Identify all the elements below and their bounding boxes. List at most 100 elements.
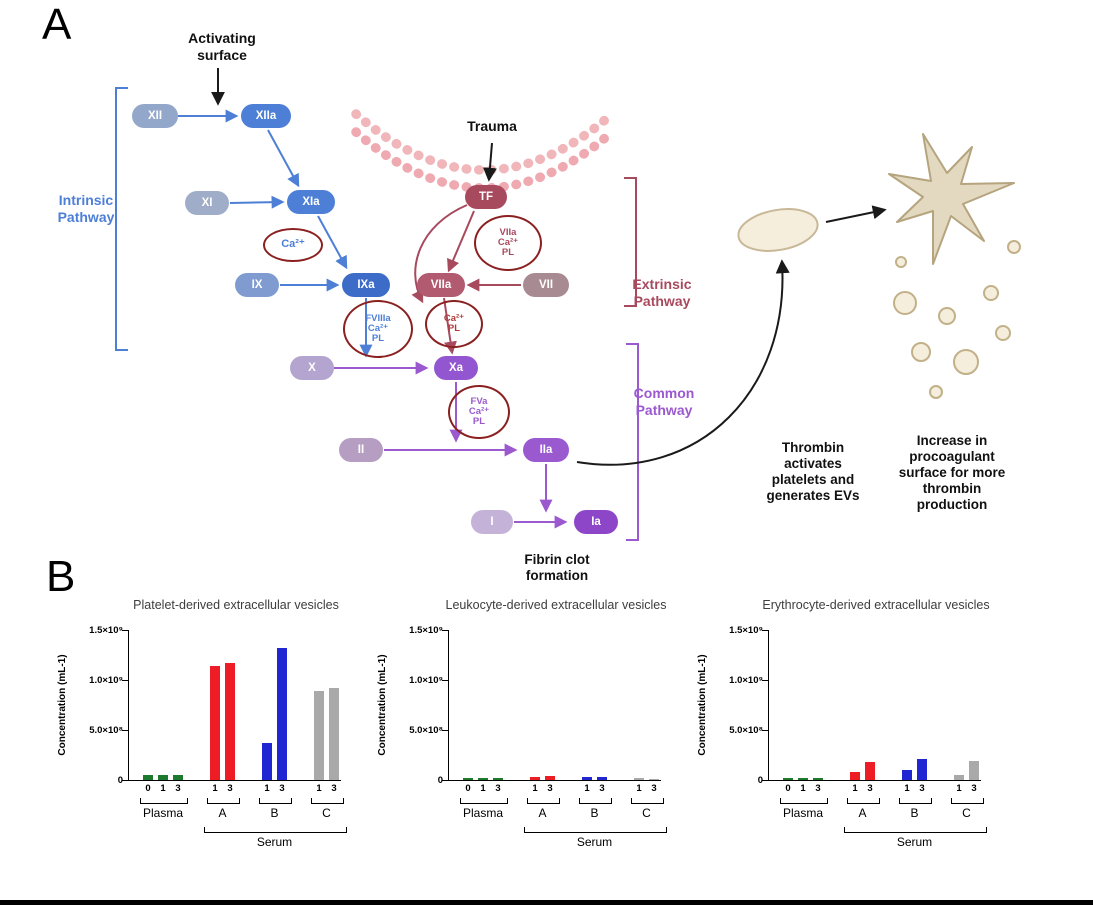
y-axis-tick-label: 1.5×10⁹ [89, 625, 123, 636]
node-factor-ii: II [339, 438, 383, 462]
group-bracket [460, 798, 508, 804]
y-axis-tick [122, 779, 129, 781]
panel-a-label: A [42, 0, 72, 49]
serum-bracket [524, 827, 667, 833]
x-axis-tick-label: 3 [599, 783, 605, 794]
y-axis-tick [442, 679, 449, 681]
y-axis-label: Concentration (mL-1) [697, 654, 708, 756]
bar-plasma-1 [158, 775, 168, 780]
x-axis-tick-label: 3 [547, 783, 553, 794]
node-factor-xii: XII [132, 104, 178, 128]
cofactor-calcium: Ca²⁺ [263, 228, 323, 262]
chart-platelet-ev: Platelet-derived extracellular vesicles … [57, 598, 354, 849]
x-axis-tick-label: 0 [785, 783, 791, 794]
x-axis-tick-label: 1 [904, 783, 910, 794]
fibrin-clot-label: Fibrin clot formation [524, 552, 590, 583]
x-axis-tick-label: 1 [316, 783, 322, 794]
resting-platelet [737, 208, 819, 252]
y-axis-tick [122, 729, 129, 731]
node-factor-xia: XIa [287, 190, 335, 214]
bar-b-1 [262, 743, 272, 780]
cofactor-viia-ca-pl: VIIa Ca²⁺ PL [474, 215, 542, 271]
panel-b-label: B [46, 552, 76, 601]
x-axis-tick-label: 1 [956, 783, 962, 794]
x-axis-tick-label: 3 [867, 783, 873, 794]
common-arrows [334, 361, 568, 529]
node-factor-iia: IIa [523, 438, 569, 462]
group-label-b: B [590, 806, 599, 820]
chart-title: Platelet-derived extracellular vesicles [133, 598, 339, 612]
activated-platelet [888, 133, 1015, 265]
x-axis-tick-label: 3 [919, 783, 925, 794]
bar-plasma-0 [143, 774, 153, 780]
x-axis-tick-label: 3 [651, 783, 657, 794]
serum-label: Serum [896, 835, 933, 849]
node-factor-vii: VII [523, 273, 569, 297]
bar-b-3 [917, 759, 927, 780]
activating-surface-label: Activating surface [188, 30, 256, 63]
bar-plasma-3 [493, 778, 503, 780]
y-axis-tick-label: 1.0×10⁹ [89, 675, 123, 686]
y-axis-tick-label: 0 [437, 775, 443, 786]
node-factor-i: I [471, 510, 513, 534]
y-axis-label: Concentration (mL-1) [377, 654, 388, 756]
y-axis-tick-label: 0 [117, 775, 123, 786]
y-axis-tick-label: 1.0×10⁹ [409, 675, 443, 686]
x-axis-tick-label: 3 [331, 783, 337, 794]
bar-b-1 [582, 777, 592, 780]
y-axis-tick [762, 779, 769, 781]
bar-plasma-0 [463, 778, 473, 780]
x-axis-tick-label: 1 [584, 783, 590, 794]
group-bracket [207, 798, 240, 804]
y-axis-tick [122, 679, 129, 681]
bar-plasma-3 [173, 775, 183, 780]
node-factor-xi: XI [185, 191, 229, 215]
x-axis-tick-label: 0 [145, 783, 151, 794]
x-axis-tick-label: 1 [800, 783, 806, 794]
figure-bottom-border [0, 900, 1093, 905]
bar-a-3 [225, 663, 235, 780]
common-bracket [626, 343, 639, 541]
bar-plasma-1 [478, 778, 488, 780]
bar-c-3 [969, 761, 979, 780]
x-axis-tick-label: 1 [480, 783, 486, 794]
x-axis-tick-label: 3 [227, 783, 233, 794]
cell-membrane [351, 109, 617, 193]
serum-label: Serum [256, 835, 293, 849]
node-factor-xiia: XIIa [241, 104, 291, 128]
y-axis-tick [762, 679, 769, 681]
cofactor-fviiia-ca-pl: FVIIIa Ca²⁺ PL [343, 300, 413, 358]
cofactor-ca-pl: Ca²⁺ PL [425, 300, 483, 348]
bar-plasma-3 [813, 777, 823, 780]
y-axis-tick-label: 1.0×10⁹ [729, 675, 763, 686]
chart-title: Erythrocyte-derived extracellular vesicl… [762, 598, 990, 612]
group-label-a: A [218, 806, 227, 820]
bar-b-3 [277, 648, 287, 780]
intrinsic-pathway-label: Intrinsic Pathway [57, 192, 115, 225]
y-axis-tick [442, 729, 449, 731]
bar-a-1 [210, 666, 220, 780]
chart-erythrocyte-ev: Erythrocyte-derived extracellular vesicl… [697, 598, 994, 849]
y-axis-tick-label: 1.5×10⁹ [409, 625, 443, 636]
x-axis-tick-label: 1 [264, 783, 270, 794]
group-label-a: A [858, 806, 867, 820]
bar-plasma-1 [798, 778, 808, 780]
x-axis-tick-label: 3 [495, 783, 501, 794]
cofactor-fva-ca-pl: FVa Ca²⁺ PL [448, 385, 510, 439]
group-bracket [899, 798, 932, 804]
group-bracket [259, 798, 292, 804]
extrinsic-pathway-label: Extrinsic Pathway [632, 276, 692, 309]
serum-bracket [844, 827, 987, 833]
x-axis-tick-label: 1 [212, 783, 218, 794]
x-axis-tick-label: 1 [852, 783, 858, 794]
node-factor-xa: Xa [434, 356, 478, 380]
chart-title: Leukocyte-derived extracellular vesicles [445, 598, 667, 612]
y-axis-tick [442, 779, 449, 781]
bar-c-1 [954, 775, 964, 780]
node-factor-x: X [290, 356, 334, 380]
group-bracket [579, 798, 612, 804]
y-axis-tick-label: 5.0×10⁸ [89, 725, 123, 736]
node-factor-ixa: IXa [342, 273, 390, 297]
group-bracket [951, 798, 984, 804]
y-axis-tick [762, 729, 769, 731]
